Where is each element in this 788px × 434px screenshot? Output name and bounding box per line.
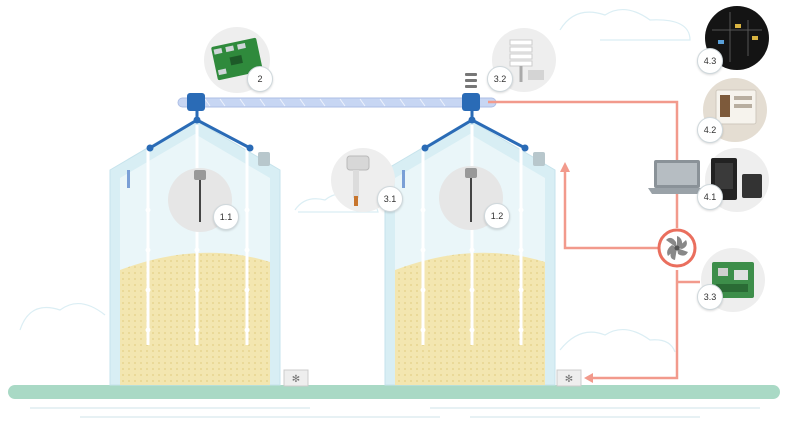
signal-arrow-silo-2-base [584,373,593,383]
signal-lines [488,100,700,380]
network-node-silo-1 [187,93,205,111]
fan-controller-icon [657,228,697,268]
label-device-4-2: 4.2 [697,117,723,143]
network-bus-cable [177,97,497,108]
label-sensor-1-1: 1.1 [213,204,239,230]
silo-2: ✻ [384,105,582,387]
silo-1-base-fan-glyph: ✻ [292,374,300,385]
label-sensor-1-2: 1.2 [484,203,510,229]
label-controller-2: 2 [247,66,273,92]
silo-1: ✻ [109,105,309,387]
label-device-4-1: 4.1 [697,184,723,210]
label-module-3-3: 3.3 [697,284,723,310]
label-sensor-3-2: 3.2 [487,66,513,92]
stacked-sensor-icon [465,73,477,88]
silo-2-side-sensor-icon [533,152,545,166]
signal-arrow-silo-2-top [560,162,570,172]
silo-2-base-fan-glyph: ✻ [565,374,573,385]
ground-lines [30,407,760,418]
silo-2-base-fan-icon [556,369,582,387]
label-device-4-3: 4.3 [697,48,723,74]
laptop-icon [648,160,706,194]
silo-1-base-fan-icon [283,369,309,387]
silo-2-level-marker [402,170,405,188]
silo-1-side-sensor-icon [258,152,270,166]
silo-1-level-marker [127,170,130,188]
label-sensor-3-1: 3.1 [377,186,403,212]
network-node-silo-2 [462,93,480,111]
ground-strip [8,385,780,399]
